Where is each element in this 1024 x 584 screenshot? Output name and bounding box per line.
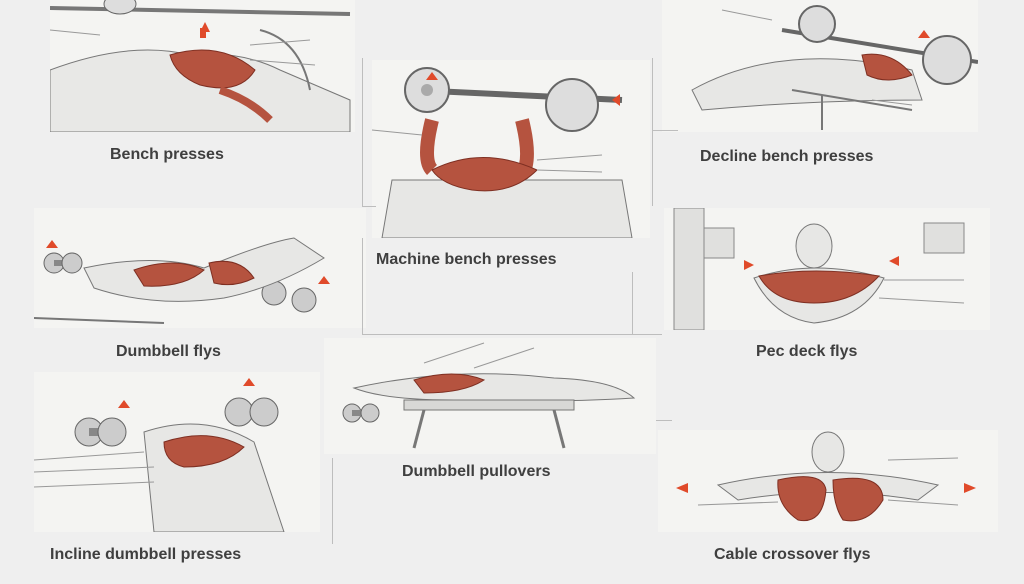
dumbbell-icon bbox=[342, 403, 380, 423]
decline-bench-press-drawing bbox=[662, 0, 978, 132]
pec-deck-flys-drawing bbox=[664, 208, 990, 330]
incline-dumbbell-presses-drawing bbox=[34, 372, 320, 532]
cable-crossover-flys-drawing bbox=[658, 430, 998, 532]
direction-arrow-icon bbox=[426, 72, 438, 80]
dumbbell-flys-drawing bbox=[34, 208, 366, 328]
divider-line bbox=[652, 58, 653, 206]
machine-bench-press-label: Machine bench presses bbox=[376, 251, 557, 268]
direction-arrow-icon bbox=[46, 240, 58, 248]
machine-bench-press-illustration bbox=[372, 60, 650, 238]
dumbbell-pullovers-drawing bbox=[324, 338, 656, 454]
dumbbell-icon bbox=[74, 417, 127, 447]
divider-line bbox=[652, 130, 678, 131]
barbell-icon bbox=[50, 6, 351, 16]
bench-press-label: Bench presses bbox=[110, 146, 224, 163]
dumbbell-flys-illustration bbox=[34, 208, 366, 328]
bench-press-drawing bbox=[50, 0, 355, 132]
cable-crossover-flys-illustration bbox=[658, 430, 998, 532]
dumbbell-pullovers-illustration bbox=[324, 338, 656, 454]
direction-arrow-icon bbox=[118, 400, 130, 408]
dumbbell-pullovers-label: Dumbbell pullovers bbox=[402, 463, 551, 480]
incline-dumbbell-presses-label: Incline dumbbell presses bbox=[50, 546, 242, 563]
incline-dumbbell-presses-illustration bbox=[34, 372, 320, 532]
bench-press-illustration bbox=[50, 0, 355, 132]
dumbbell-flys-label: Dumbbell flys bbox=[116, 343, 221, 360]
divider-line bbox=[632, 272, 633, 334]
cable-crossover-flys-label: Cable crossover flys bbox=[714, 546, 871, 563]
machine-bench-press-drawing bbox=[372, 60, 650, 238]
divider-line bbox=[656, 420, 672, 421]
divider-line bbox=[362, 206, 376, 207]
direction-arrow-icon bbox=[676, 483, 688, 493]
divider-line bbox=[362, 334, 662, 335]
pec-deck-flys-illustration bbox=[664, 208, 990, 330]
dumbbell-icon bbox=[43, 252, 83, 274]
pec-deck-flys-label: Pec deck flys bbox=[756, 343, 858, 360]
divider-line bbox=[362, 58, 363, 206]
divider-line bbox=[332, 458, 333, 544]
direction-arrow-icon bbox=[918, 30, 930, 38]
decline-bench-press-label: Decline bench presses bbox=[700, 148, 874, 165]
divider-line bbox=[362, 238, 363, 334]
direction-arrow-icon bbox=[744, 260, 754, 270]
decline-bench-press-illustration bbox=[662, 0, 978, 132]
